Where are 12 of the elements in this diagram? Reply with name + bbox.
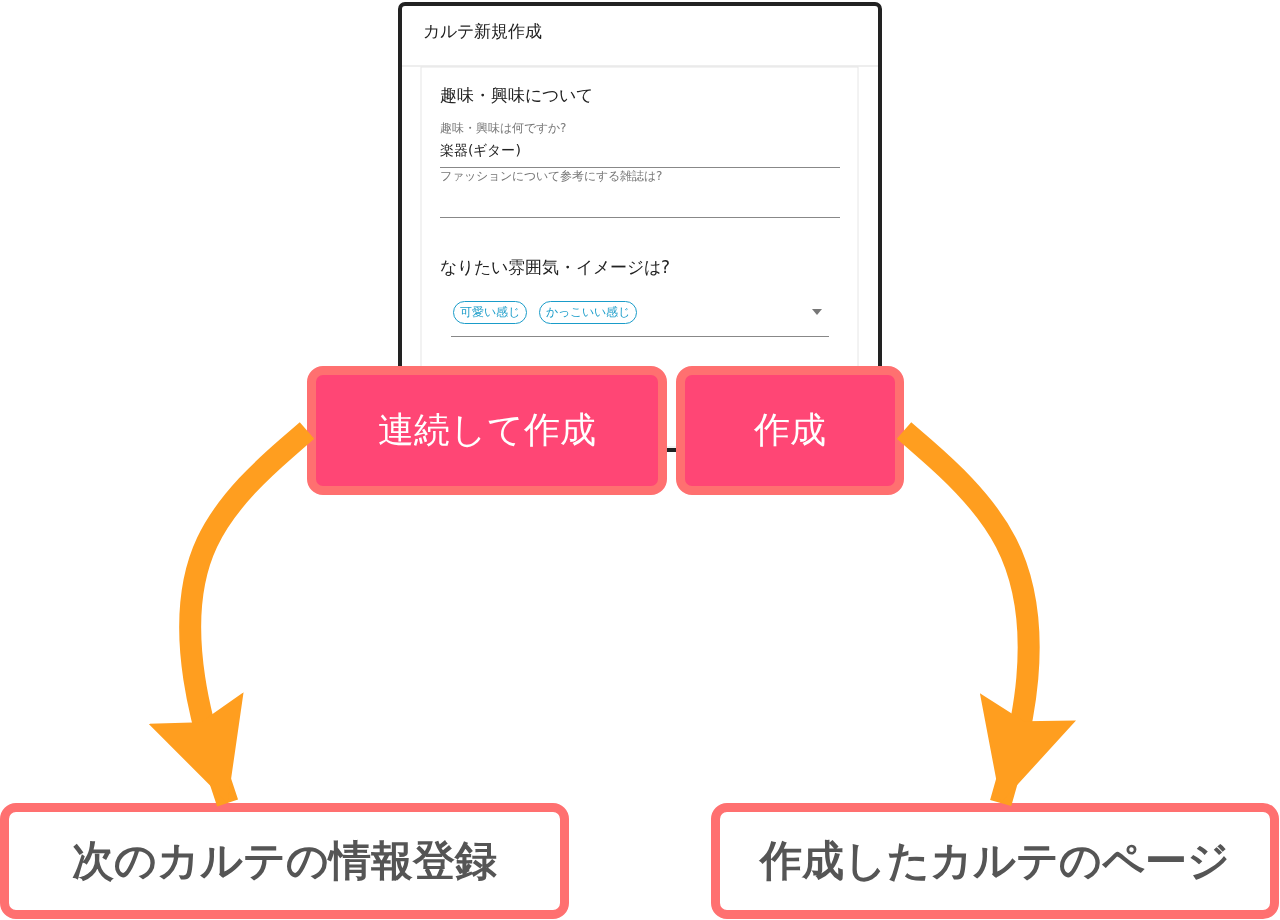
curved-arrow	[896, 422, 1077, 806]
section-heading: なりたい雰囲気・イメージは?	[440, 256, 671, 279]
button: 連続して作成	[307, 366, 667, 495]
input-field: 楽器(ギター)	[440, 140, 840, 168]
curved-arrow	[148, 422, 315, 807]
screen-title: カルテ新規作成	[423, 20, 542, 43]
field-hint: ファッションについて参考にする雑誌は?	[440, 168, 663, 185]
field-hint: 趣味・興味は何ですか?	[440, 120, 567, 137]
destination-box: 作成したカルテのページ	[711, 803, 1279, 919]
button: 作成	[676, 366, 904, 495]
section-heading: 趣味・興味について	[440, 84, 593, 107]
destination-box: 次のカルテの情報登録	[0, 803, 569, 919]
